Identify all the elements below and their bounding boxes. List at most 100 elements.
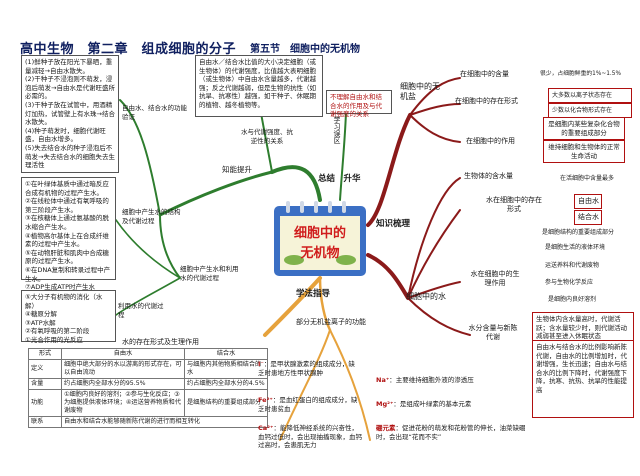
ion-name: Mg²⁺ bbox=[376, 400, 394, 408]
produce-item: ④植物高尔基体上在合成纤维素的过程中产生水。 bbox=[25, 231, 109, 249]
water-form-label: 水在细胞中的存在形式 bbox=[486, 196, 542, 213]
table-row: 定义 细胞中绝大部分的水以游离的形式存在，可以自由流动 与细胞内其他物质相结合的… bbox=[28, 359, 268, 379]
branch-water-form bbox=[407, 209, 461, 299]
ion-name: Fe²⁺ bbox=[258, 396, 273, 404]
ion-name: Ca²⁺ bbox=[258, 424, 274, 432]
experiment-item: (2)干种子不浸泡则不萌发，浸泡后萌发→自由水是代谢旺盛所必需的。 bbox=[25, 75, 115, 101]
branch-guide bbox=[263, 276, 322, 337]
table-cell: 功能 bbox=[28, 389, 62, 417]
produce-item: ⑦ADP生成ATP时产生水 bbox=[25, 283, 96, 292]
salt-role-item: 是细胞内某些复杂化合物的重要组成部分 bbox=[543, 117, 625, 141]
ion-text: 是血红蛋白的组成成分，缺乏时患贫血 bbox=[258, 396, 358, 413]
table-cell: 含量 bbox=[28, 378, 62, 390]
use-item: ⑤大分子有机物的消化（水解） bbox=[25, 293, 103, 310]
relation-label: 水与代谢强度、抗逆性的关系 bbox=[241, 128, 293, 145]
experiment-item: (4)种子萌发时，细胞代谢旺盛，自由水增多。 bbox=[25, 126, 106, 144]
branch-use bbox=[115, 277, 181, 316]
branch-misconception bbox=[339, 111, 347, 201]
ion-ca: Ca²⁺：能降低神经系统的兴奋性，血钙过低时，会出现抽搐现象，血钙过高时，会患肌… bbox=[258, 424, 362, 450]
water-form-item: 自由水 bbox=[574, 194, 602, 209]
branch-water-content bbox=[407, 177, 461, 299]
misconception-box: 不理解自由水和结合水的作用及与代谢强度的关系 bbox=[326, 90, 392, 118]
branch-salt-role bbox=[409, 114, 461, 143]
ion-text: 主要维持细胞外液的渗透压 bbox=[395, 376, 474, 384]
branch-ions-right bbox=[329, 329, 371, 441]
salt-role-label: 在细胞中的作用 bbox=[466, 137, 515, 145]
use-item: ①光合作用的光反应 bbox=[25, 335, 83, 344]
water-role-label: 水在细胞中的生理作用 bbox=[470, 270, 520, 287]
salt-role-item: 维持细胞和生物体的正常生命活动 bbox=[543, 140, 625, 164]
table-cell: 细胞中绝大部分的水以游离的形式存在，可以自由流动 bbox=[61, 359, 185, 379]
branch-produce-use bbox=[159, 214, 181, 279]
table-row: 含量 约占细胞内全部水分的95.5% 约占细胞内全部水分的4.5% bbox=[28, 378, 268, 390]
page-title: 高中生物 第二章 组成细胞的分子 bbox=[20, 42, 237, 57]
use-item: ②有氧呼吸的第二阶段 bbox=[25, 327, 90, 336]
ion-text: 是组成叶绿素的基本元素 bbox=[399, 400, 472, 408]
use-item: ④糖原分解 bbox=[25, 310, 57, 319]
water-role-item: 运送养料和代谢废物 bbox=[545, 262, 600, 269]
water-table-caption: 水的存在形式及生理作用 bbox=[122, 338, 199, 346]
use-box: ⑤大分子有机物的消化（水解） ④糖原分解 ③ATP水解 ②有氧呼吸的第二阶段 ①… bbox=[21, 290, 116, 344]
table-row: 联系 自由水和结合水能够随新陈代谢的进行而相互转化 bbox=[28, 416, 268, 428]
table-cell: 定义 bbox=[28, 359, 62, 379]
water-form-table: 形式 自由水 结合水 定义 细胞中绝大部分的水以游离的形式存在，可以自由流动 与… bbox=[28, 348, 268, 428]
calendar-icon bbox=[274, 201, 366, 276]
produce-label: 细胞中产生水的结构及代谢过程 bbox=[122, 208, 181, 225]
center-topic-card: 细胞中的 无机物 bbox=[272, 198, 368, 278]
branch-ability bbox=[158, 170, 274, 217]
ion-text: 是甲状腺激素的组成成分，缺乏时患地方性甲状腺肿 bbox=[258, 360, 355, 377]
experiment-box: (1)鲜种子放在阳光下暴晒，重量减轻→自由水散失。 (2)干种子不浸泡则不萌发，… bbox=[21, 55, 119, 173]
table-cell: 与细胞内其他物质相结合的水 bbox=[184, 359, 268, 379]
table-cell: 联系 bbox=[28, 416, 62, 428]
ion-text: 能降低神经系统的兴奋性，血钙过低时，会出现抽搐现象，血钙过高时，会患肌无力 bbox=[258, 424, 362, 450]
table-header: 结合水 bbox=[184, 348, 268, 360]
branch-salt-form bbox=[409, 103, 461, 116]
water-role-item: 是细胞内良好溶剂 bbox=[548, 296, 597, 303]
water-content-label: 生物体的含水量 bbox=[464, 172, 513, 180]
table-cell: ①细胞内良好的溶剂；②参与生化反应；③为细胞提供液体环境；④运送营养物质和代谢废… bbox=[61, 389, 185, 417]
branch-salt-content bbox=[409, 77, 461, 116]
branch-produce bbox=[115, 219, 181, 279]
table-cell: 约占细胞内全部水分的4.5% bbox=[184, 378, 268, 390]
center-title-line2: 无机物 bbox=[300, 246, 340, 261]
ion-fe: Fe²⁺：是血红蛋白的组成成分，缺乏时患贫血 bbox=[258, 396, 358, 413]
water-conv-item: 自由水与结合水的比例影响新陈代谢，自由水的比例增加时，代谢增强，生长迅速；自由水… bbox=[532, 340, 634, 418]
ion-i: I⁻：是甲状腺激素的组成成分，缺乏时患地方性甲状腺肿 bbox=[258, 360, 355, 377]
experiment-label: 自由水、结合水的功能验证 bbox=[122, 104, 187, 121]
hub-ability: 知能提升 bbox=[222, 165, 252, 174]
salt-form-item: 少数以化合物形式存在 bbox=[548, 103, 632, 118]
produce-item: ⑤在动物肝脏和肌肉中合成糖原的过程产生水。 bbox=[25, 248, 109, 266]
salt-content-value: 很少，占细胞鲜重的1%~1.5% bbox=[540, 71, 621, 77]
table-row: 形式 自由水 结合水 bbox=[28, 348, 268, 360]
branch-summary bbox=[270, 165, 322, 202]
water-role-item: 是细胞结构的重要组成部分 bbox=[542, 229, 615, 236]
branch-knowledge bbox=[366, 113, 412, 227]
experiment-item: (3)干种子放在试管中，用酒精灯加热，试管壁上有水珠→结合水散失。 bbox=[25, 100, 115, 127]
hub-knowledge: 知识梳理 bbox=[376, 219, 411, 229]
produce-use-label: 细胞中产生水和利用水的代谢过程 bbox=[180, 265, 239, 282]
produce-item: ③在核糖体上通过氨基酸的脱水缩合产生水。 bbox=[25, 214, 109, 231]
water-content-value: 在活细胞中含量最多 bbox=[560, 175, 615, 182]
page-subtitle: 第五节 细胞中的无机物 bbox=[250, 44, 360, 55]
water-conv-label: 水分含量与新陈代谢 bbox=[468, 324, 518, 341]
table-cell: 自由水和结合水能够随新陈代谢的进行而相互转化 bbox=[61, 416, 268, 428]
center-title-line1: 细胞中的 bbox=[293, 226, 346, 241]
hub-summary: 总结 升华 bbox=[318, 174, 361, 184]
use-label: 利用水的代谢过程 bbox=[118, 302, 164, 319]
branch-salt-guide bbox=[318, 276, 332, 332]
ion-boron: 硼元素：促进花粉的萌发和花粉管的伸长，油菜缺硼时，会出现“花而不实” bbox=[376, 424, 526, 441]
water-form-item: 结合水 bbox=[574, 210, 602, 225]
branch-ions bbox=[279, 329, 331, 441]
branch-experiment bbox=[119, 99, 161, 216]
ion-text: 促进花粉的萌发和花粉管的伸长，油菜缺硼时，会出现“花而不实” bbox=[376, 424, 526, 441]
table-header: 形式 bbox=[28, 348, 62, 360]
table-row: 功能 ①细胞内良好的溶剂；②参与生化反应；③为细胞提供液体环境；④运送营养物质和… bbox=[28, 389, 268, 417]
water-role-item: 参与生物化学反应 bbox=[545, 279, 594, 286]
salt-form-label: 在细胞中的存在形式 bbox=[455, 97, 518, 105]
water-role-item: 是细胞生活的液体环境 bbox=[545, 244, 606, 251]
experiment-item: (5)失去结合水的种子浸泡后不萌发→失去结合水的细胞失去生理活性 bbox=[25, 143, 115, 170]
table-header: 自由水 bbox=[61, 348, 185, 360]
relation-box: 自由水／结合水比值的大小决定细胞（或生物体）的代谢强度，比值越大表明细胞（或生物… bbox=[195, 55, 323, 117]
produce-item: ⑥在DNA复制和转录过程中产生水。 bbox=[25, 265, 111, 283]
